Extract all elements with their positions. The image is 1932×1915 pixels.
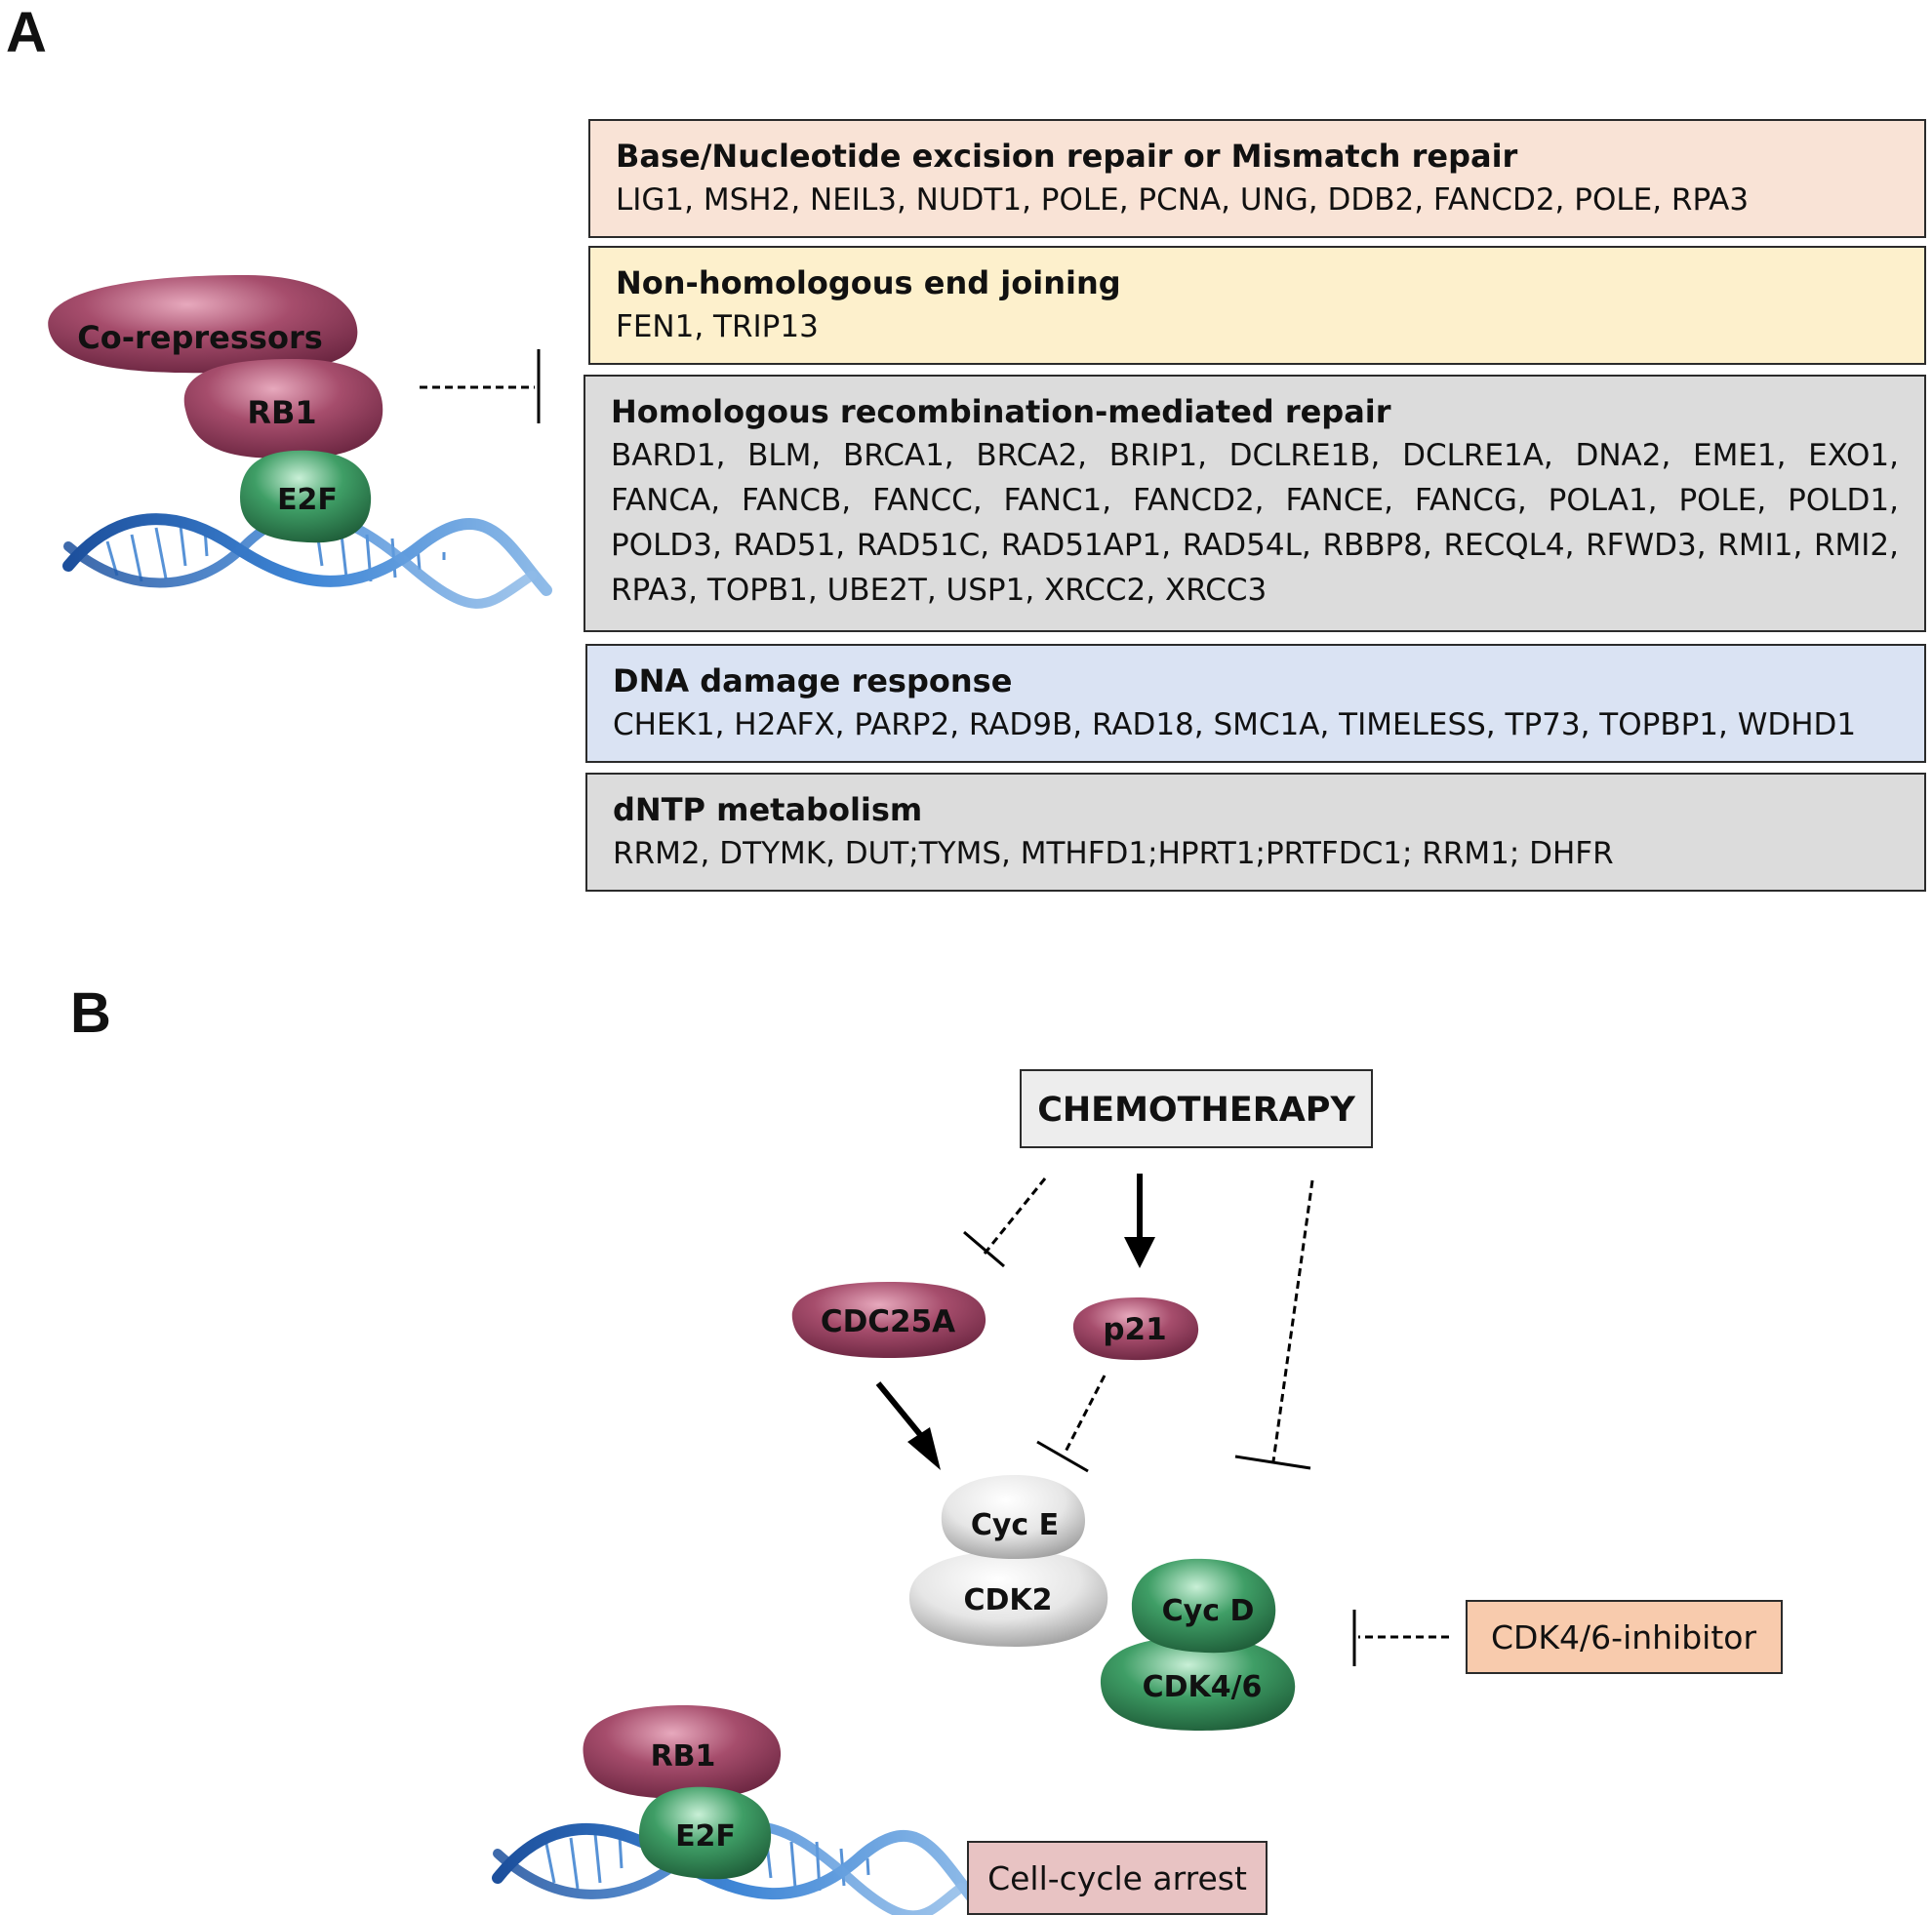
chemo-to-cdc25a-inhibition xyxy=(963,1177,1047,1268)
rb1-protein-b: RB1 xyxy=(583,1705,782,1799)
gene-list: FEN1, TRIP13 xyxy=(616,309,819,344)
gene-group-ber-mmr: Base/Nucleotide excision repair or Misma… xyxy=(588,119,1926,238)
gene-list-line: BARD1, BLM, BRCA1, BRCA2, BRIP1, DCLRE1B… xyxy=(611,438,1899,473)
gene-list: BARD1, BLM, BRCA1, BRCA2, BRIP1, DCLRE1B… xyxy=(611,433,1899,613)
cyc-e-label: Cyc E xyxy=(971,1508,1059,1542)
rb1-protein-a: RB1 xyxy=(183,359,383,459)
p21-protein: p21 xyxy=(1072,1297,1199,1361)
cdk46-label: CDK4/6 xyxy=(1143,1670,1263,1704)
gene-group-title: DNA damage response xyxy=(613,662,1013,699)
chemotherapy-label: CHEMOTHERAPY xyxy=(1037,1091,1355,1130)
rb1-label-b: RB1 xyxy=(651,1739,716,1774)
cdk46-inhibitor-label: CDK4/6-inhibitor xyxy=(1491,1618,1757,1656)
panel-label-a: A xyxy=(6,1,47,64)
p21-to-cyce-inhibition xyxy=(1036,1375,1107,1473)
repression-line-a xyxy=(420,349,541,423)
cdk46-inhibitor-box xyxy=(1466,1600,1783,1674)
cdc25a-label: CDC25A xyxy=(821,1304,955,1339)
cdk46-protein: CDK4/6 xyxy=(1100,1636,1296,1731)
cyc-e-protein: Cyc E xyxy=(941,1475,1086,1559)
p21-label: p21 xyxy=(1103,1312,1166,1347)
cell-cycle-arrest-box xyxy=(967,1841,1268,1915)
cdc25a-to-cyce-arrow xyxy=(875,1381,941,1470)
e2f-protein-b: E2F xyxy=(639,1786,772,1880)
corepressors-label: Co-repressors xyxy=(77,319,323,356)
gene-list-line: FANCA, FANCB, FANCC, FANC1, FANCD2, FANC… xyxy=(611,483,1899,518)
gene-group-title: Base/Nucleotide excision repair or Misma… xyxy=(616,138,1518,175)
panel-label-b: B xyxy=(70,981,111,1045)
cdk2-protein: CDK2 xyxy=(908,1550,1108,1647)
cyc-d-protein: Cyc D xyxy=(1131,1558,1276,1654)
gene-group-title: dNTP metabolism xyxy=(613,791,923,828)
e2f-label-b: E2F xyxy=(675,1819,736,1854)
gene-group-dntp: dNTP metabolism RRM2, DTYMK, DUT;TYMS, M… xyxy=(585,773,1926,892)
gene-list-line: RPA3, TOPB1, UBE2T, USP1, XRCC2, XRCC3 xyxy=(611,573,1268,608)
corepressors-protein: Co-repressors xyxy=(48,275,358,374)
cell-cycle-arrest-label: Cell-cycle arrest xyxy=(987,1859,1247,1897)
inhibitor-to-cdk46-inhibition xyxy=(1352,1610,1449,1666)
gene-list: RRM2, DTYMK, DUT;TYMS, MTHFD1;HPRT1;PRTF… xyxy=(613,836,1614,871)
cdk2-label: CDK2 xyxy=(963,1583,1052,1617)
gene-group-title: Homologous recombination-mediated repair xyxy=(611,393,1391,430)
gene-list-line: POLD3, RAD51, RAD51C, RAD51AP1, RAD54L, … xyxy=(611,528,1899,563)
gene-group-hr: Homologous recombination-mediated repair… xyxy=(584,375,1926,632)
chemotherapy-box xyxy=(1020,1069,1373,1148)
chemo-to-p21-arrow xyxy=(1124,1174,1155,1268)
e2f-protein-a: E2F xyxy=(240,450,372,543)
gene-list: CHEK1, H2AFX, PARP2, RAD9B, RAD18, SMC1A… xyxy=(613,707,1857,742)
dna-helix-a xyxy=(62,510,552,609)
e2f-label-a: E2F xyxy=(277,483,338,517)
cdc25a-protein: CDC25A xyxy=(791,1282,986,1358)
gene-group-nhej: Non-homologous end joining FEN1, TRIP13 xyxy=(588,246,1926,365)
cyc-d-label: Cyc D xyxy=(1162,1594,1255,1628)
gene-list: LIG1, MSH2, NEIL3, NUDT1, POLE, PCNA, UN… xyxy=(616,182,1750,218)
gene-group-ddr: DNA damage response CHEK1, H2AFX, PARP2,… xyxy=(585,644,1926,763)
chemo-to-cdk46-inhibition xyxy=(1234,1179,1314,1470)
rb1-label-a: RB1 xyxy=(247,394,316,431)
gene-group-title: Non-homologous end joining xyxy=(616,264,1121,301)
